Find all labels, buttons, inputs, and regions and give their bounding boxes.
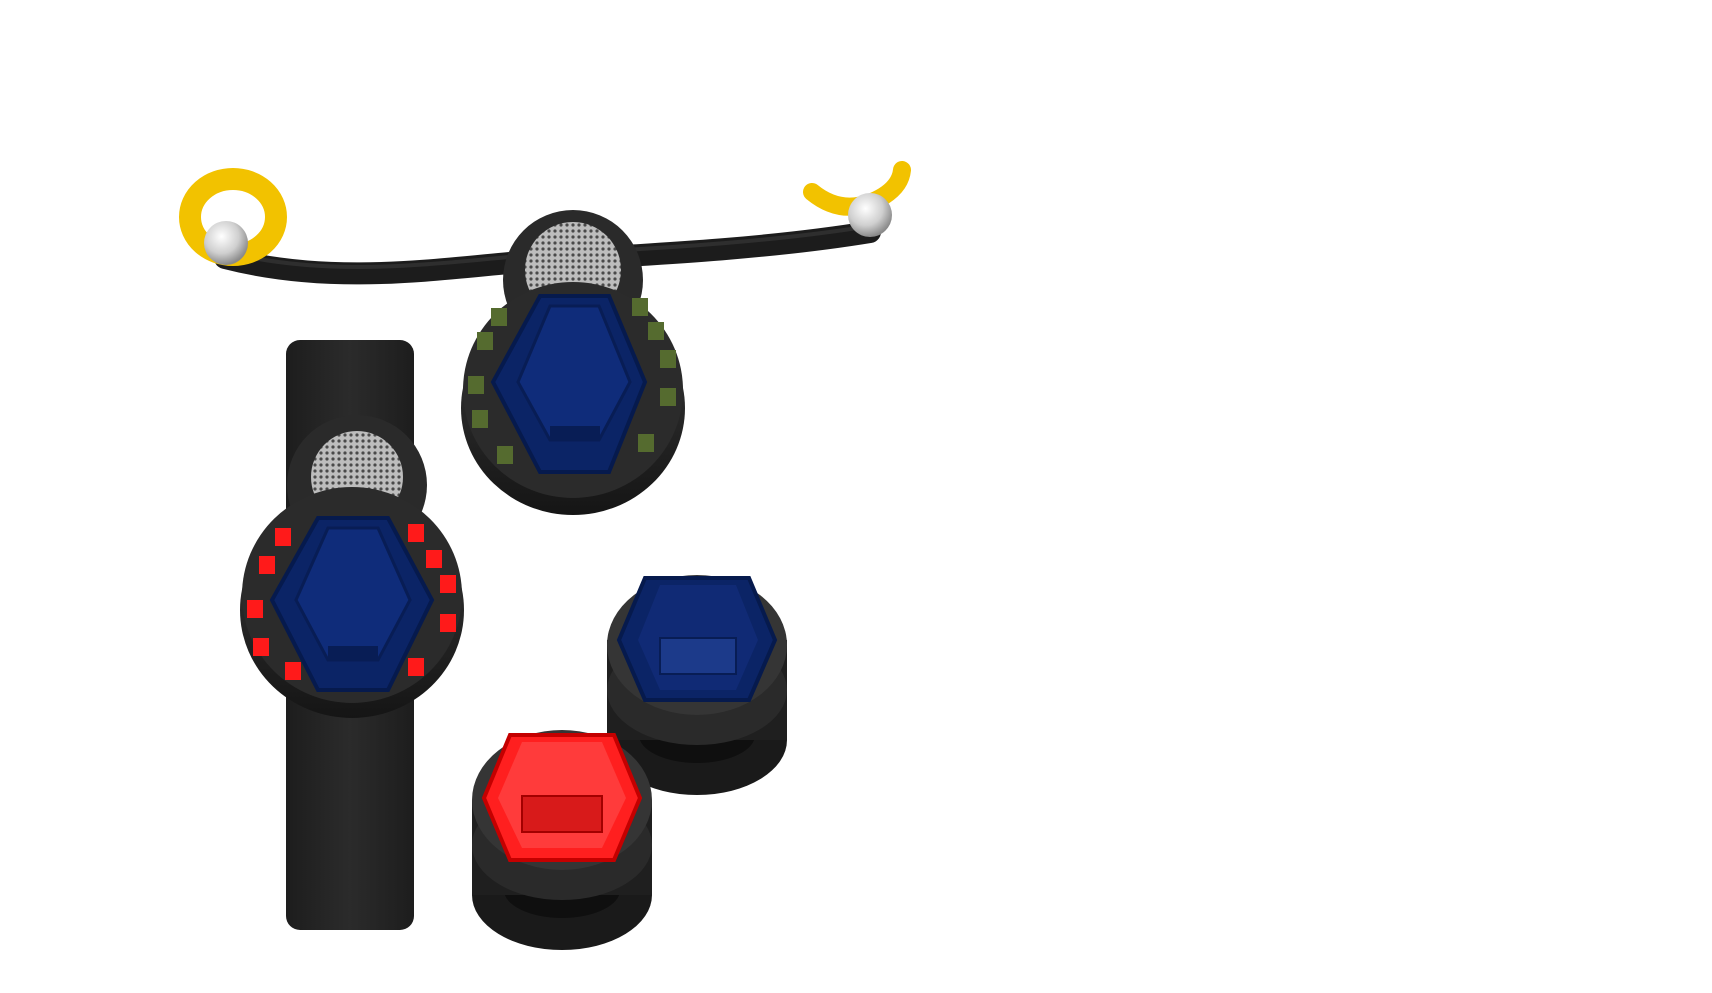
wrist-device: [240, 415, 464, 718]
red-knob-button: [472, 730, 652, 950]
left-clasp-ring: [179, 168, 287, 266]
blue-knob-button: [607, 575, 787, 795]
left-clasp-bead: [204, 221, 248, 265]
wrist-led-ring: [247, 524, 456, 680]
pendant-device: [461, 210, 685, 515]
right-clasp-bead: [848, 193, 892, 237]
pendant-led-ring: [468, 298, 676, 464]
right-clasp-ring: [803, 161, 911, 237]
